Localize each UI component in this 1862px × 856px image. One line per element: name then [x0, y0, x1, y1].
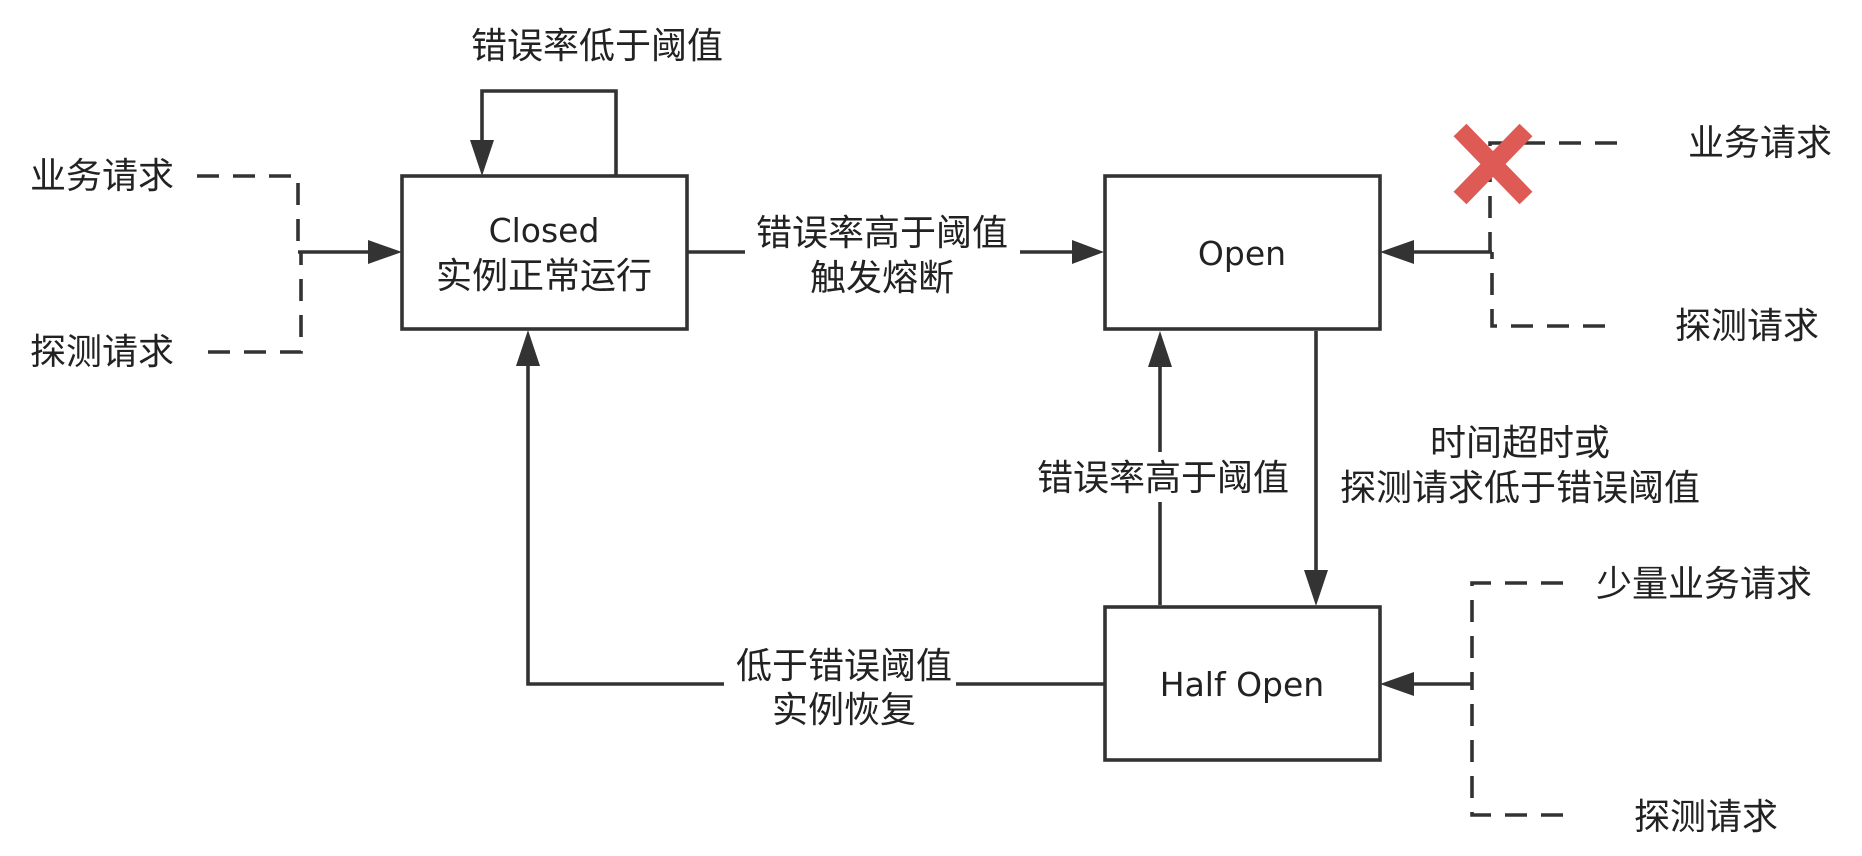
open-to-half-open-label-line2: 探测请求低于错误阈值 [1340, 468, 1700, 509]
half-open-input-small-business-request: 少量业务请求 [1596, 564, 1812, 605]
open-input-probe-request: 探测请求 [1675, 306, 1819, 347]
half-open-input-edges [1380, 581, 1563, 817]
closed-state: Closed 实例正常运行 [400, 174, 689, 331]
half-open-to-closed-edge [516, 330, 1104, 686]
closed-input-probe-request: 探测请求 [30, 332, 174, 373]
half-open-to-closed-label-line1: 低于错误阈值 [736, 646, 952, 687]
open-to-half-open-label-line1: 时间超时或 [1430, 423, 1610, 464]
open-input-business-request: 业务请求 [1688, 123, 1832, 164]
half-open-state-title: Half Open [1160, 665, 1324, 704]
open-input-edges [1380, 141, 1617, 328]
closed-input-business-request: 业务请求 [30, 156, 174, 197]
blocked-x-icon [1453, 123, 1533, 205]
open-to-half-open-edge [1304, 331, 1328, 606]
closed-state-subtitle: 实例正常运行 [436, 256, 652, 297]
open-state-title: Open [1198, 234, 1286, 273]
closed-to-open-label-line1: 错误率高于阈值 [756, 213, 1008, 254]
open-state: Open [1103, 174, 1382, 331]
closed-self-loop-label: 错误率低于阈值 [471, 26, 723, 67]
half-open-to-closed-label-line2: 实例恢复 [772, 690, 916, 731]
closed-state-title: Closed [489, 211, 600, 250]
half-open-input-probe-request: 探测请求 [1634, 797, 1778, 838]
half-open-state: Half Open [1103, 605, 1382, 762]
closed-self-loop-edge [470, 89, 618, 176]
half-open-to-open-label: 错误率高于阈值 [1037, 458, 1289, 499]
closed-input-edges [197, 174, 402, 354]
closed-to-open-label-line2: 触发熔断 [810, 258, 954, 299]
